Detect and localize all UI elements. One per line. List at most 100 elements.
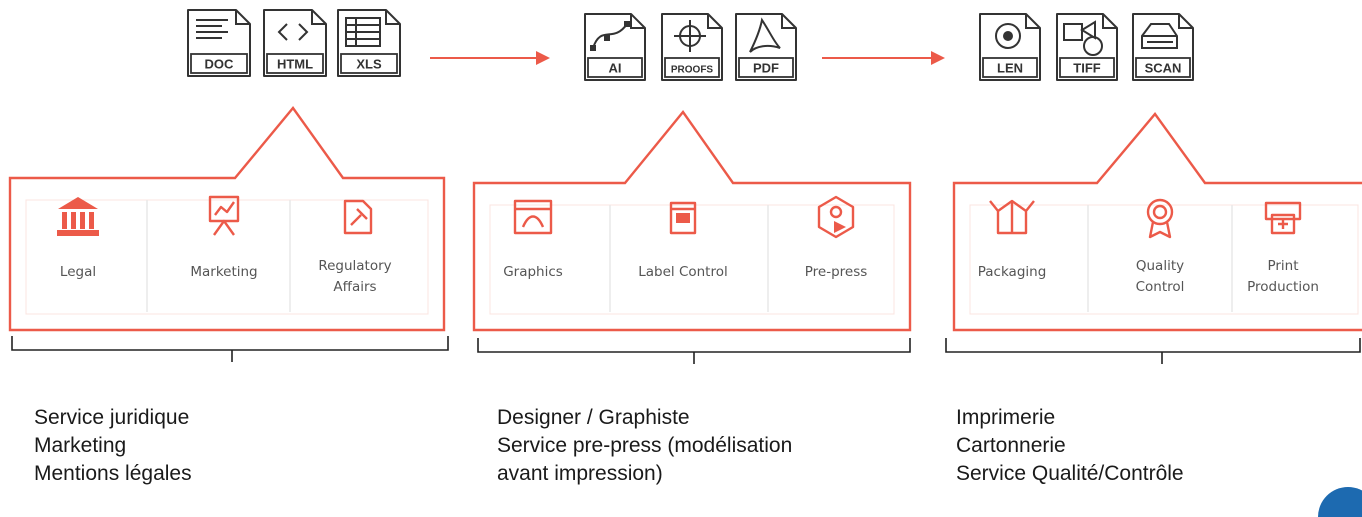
printer-icon	[1264, 201, 1302, 235]
roof	[58, 197, 98, 209]
file-label: LEN	[997, 61, 1023, 76]
arrow-head-icon	[931, 51, 945, 65]
stage-1-description: Service juridique Marketing Mentions lég…	[34, 404, 192, 488]
stage-3-description: Imprimerie Cartonnerie Service Qualité/C…	[956, 404, 1184, 488]
hammer	[350, 208, 368, 226]
doc	[343, 199, 373, 235]
cube	[817, 195, 855, 239]
role-label: Print	[1267, 258, 1298, 274]
stage-1: DOC HTML XLS Legal Marketing RegulatoryAffair…	[8, 9, 449, 362]
design-window-icon	[513, 199, 553, 235]
file-label-box	[664, 57, 720, 78]
role-label: Label Control	[638, 264, 728, 280]
callout-panel	[8, 106, 446, 332]
paper	[1270, 213, 1296, 235]
text-lines-icon	[196, 19, 228, 39]
description-line: Marketing	[34, 434, 127, 457]
description-line: Designer / Graphiste	[497, 406, 690, 429]
medal-core	[1152, 204, 1168, 220]
file-label-box	[340, 53, 398, 74]
acrobat-path	[749, 17, 781, 53]
label-box-icon	[669, 201, 697, 235]
cube-icon	[817, 195, 855, 239]
role-label: Legal	[60, 264, 96, 280]
file-fold	[235, 10, 250, 25]
window	[513, 199, 553, 235]
role-label: Packaging	[978, 264, 1047, 280]
crosshair-icon	[674, 20, 706, 52]
description-line: Cartonnerie	[956, 434, 1066, 457]
shapes-icon	[1063, 20, 1103, 56]
file-label-box	[738, 57, 794, 78]
description-line: Service Qualité/Contrôle	[956, 462, 1184, 485]
file-label: AI	[609, 61, 622, 76]
role-label: Control	[1136, 279, 1185, 295]
group-bracket	[945, 338, 1361, 364]
scanner-icon	[1141, 23, 1178, 49]
file-label: DOC	[205, 57, 235, 72]
presentation-chart-icon	[208, 195, 240, 236]
description-line: Mentions légales	[34, 462, 192, 485]
stage-2-description: Designer / Graphiste Service pre-press (…	[497, 404, 792, 488]
file-label-box	[190, 53, 248, 74]
role-label: Graphics	[503, 264, 563, 280]
file-fold	[707, 14, 722, 29]
courthouse-icon	[57, 197, 99, 236]
code-brackets-icon	[277, 23, 309, 41]
curve	[521, 215, 545, 228]
panel-inner-frame	[25, 199, 429, 315]
bracket-path	[277, 23, 309, 41]
play	[834, 221, 846, 233]
box	[669, 201, 697, 235]
ribbon	[1148, 221, 1172, 239]
dot	[829, 205, 843, 219]
file-fold	[1102, 14, 1117, 29]
award-badge-icon	[1146, 198, 1174, 239]
callout-panel	[952, 112, 1362, 332]
file-label: XLS	[356, 57, 382, 72]
description-line: avant impression)	[497, 462, 663, 485]
file-fold	[781, 14, 796, 29]
label	[676, 213, 690, 223]
file-label-box	[1135, 57, 1191, 78]
description-line: Service pre-press (modélisation	[497, 434, 793, 457]
column	[89, 212, 94, 229]
column	[62, 212, 67, 229]
curve-path	[592, 23, 628, 49]
lens-center	[1003, 31, 1013, 41]
lens-icon	[995, 23, 1021, 49]
scanner-body	[1141, 23, 1178, 49]
file-label: TIFF	[1073, 61, 1100, 76]
panel-inner-frame	[969, 204, 1359, 315]
stand	[213, 219, 235, 236]
file-fold	[385, 10, 400, 25]
shape-circle	[1083, 36, 1103, 56]
file-label: PDF	[753, 61, 779, 76]
workflow-diagram: DOC HTML XLS Legal Marketing RegulatoryAffair…	[8, 9, 1362, 364]
base	[57, 230, 99, 236]
shape-square	[1063, 23, 1083, 41]
curve-node	[624, 21, 630, 27]
role-label: Affairs	[333, 279, 376, 295]
role-label: Quality	[1136, 258, 1184, 274]
file-fold	[1025, 14, 1040, 29]
crosshair-lines	[674, 20, 706, 52]
file-label-box	[982, 57, 1038, 78]
plus	[1278, 219, 1288, 229]
file-label: SCAN	[1145, 61, 1182, 76]
description-line: Imprimerie	[956, 406, 1056, 429]
spreadsheet-icon	[345, 17, 381, 47]
arrow-head-icon	[536, 51, 550, 65]
role-label: Regulatory	[318, 258, 391, 274]
callout-panel	[472, 110, 912, 332]
file-fold	[1178, 14, 1193, 29]
column	[71, 212, 76, 229]
shape-triangle	[1080, 20, 1096, 40]
trend	[214, 201, 235, 216]
file-label: HTML	[277, 57, 313, 72]
role-label: Production	[1247, 279, 1319, 295]
file-label: PROOFS	[671, 65, 714, 76]
role-label: Marketing	[190, 264, 257, 280]
panel-inner-frame	[489, 204, 895, 315]
file-fold	[311, 10, 326, 25]
